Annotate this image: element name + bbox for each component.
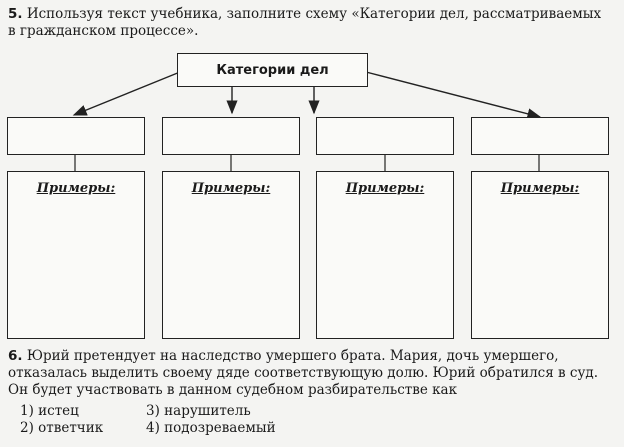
task-5-number: 5.: [8, 6, 23, 22]
option-1[interactable]: 1) истец: [20, 403, 79, 419]
category-box-4[interactable]: [471, 117, 609, 155]
option-2[interactable]: 2) ответчик: [20, 420, 104, 436]
examples-box-1[interactable]: Примеры:: [7, 171, 145, 339]
task-6-number: 6.: [8, 348, 23, 364]
category-box-1[interactable]: [7, 117, 145, 155]
task-6-text: Юрий претендует на наследство умершего б…: [8, 348, 599, 398]
option-3[interactable]: 3) нарушитель: [146, 403, 251, 419]
task-6: 6. Юрий претендует на наследство умершег…: [8, 348, 612, 399]
task-5-text: Используя текст учебника, заполните схем…: [8, 6, 602, 39]
examples-box-4[interactable]: Примеры:: [471, 171, 609, 339]
category-box-2[interactable]: [162, 117, 300, 155]
examples-label-1: Примеры:: [36, 181, 116, 196]
root-category-label: Категории дел: [216, 62, 329, 78]
examples-label-2: Примеры:: [191, 181, 271, 196]
arrow-to-category-1: [72, 71, 181, 116]
root-category-box: Категории дел: [177, 53, 368, 87]
task-5: 5. Используя текст учебника, заполните с…: [8, 6, 612, 40]
examples-label-4: Примеры:: [500, 181, 580, 196]
option-4[interactable]: 4) подозреваемый: [146, 420, 276, 436]
examples-box-2[interactable]: Примеры:: [162, 171, 300, 339]
examples-box-3[interactable]: Примеры:: [316, 171, 454, 339]
arrow-to-category-4: [365, 71, 542, 120]
examples-label-3: Примеры:: [345, 181, 425, 196]
category-box-3[interactable]: [316, 117, 454, 155]
